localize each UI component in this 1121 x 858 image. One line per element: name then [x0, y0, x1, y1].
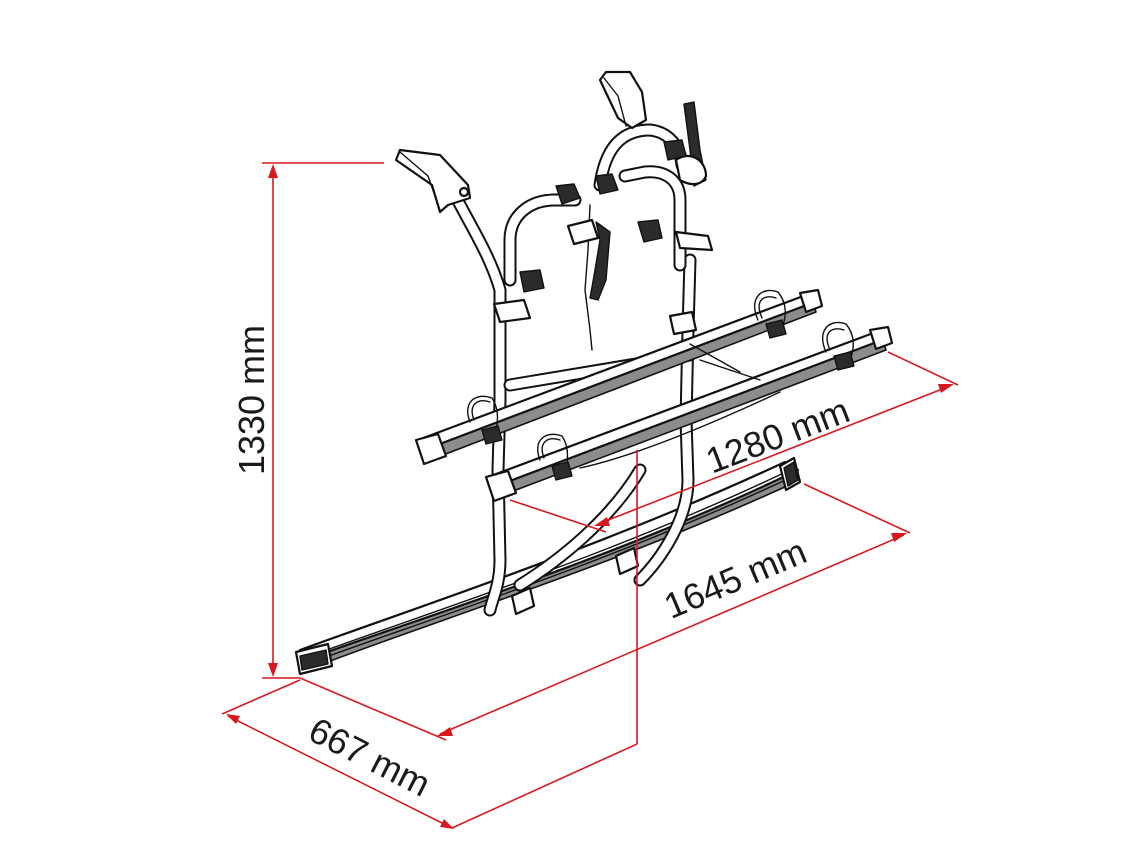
base-width-label: 1645 mm: [658, 530, 812, 626]
center-strap: [566, 204, 611, 351]
height-dimension: [262, 162, 384, 679]
upper-wheel-rail: [414, 288, 824, 466]
depth-label: 667 mm: [302, 709, 436, 805]
lower-wheel-rail: [484, 321, 894, 503]
height-label: 1330 mm: [231, 325, 272, 475]
base-width-dimension: [299, 483, 911, 741]
clamps: [492, 139, 714, 336]
depth-dimension: [221, 450, 638, 829]
right-top-bracket: [598, 70, 648, 130]
frame: [448, 123, 697, 617]
bike-carrier-drawing: [294, 70, 894, 676]
rail-width-dimension: [509, 351, 959, 533]
rail-supports: [579, 343, 781, 469]
top-strap: [674, 101, 708, 187]
dimension-lines: [221, 162, 959, 829]
left-top-bracket: [394, 148, 472, 214]
